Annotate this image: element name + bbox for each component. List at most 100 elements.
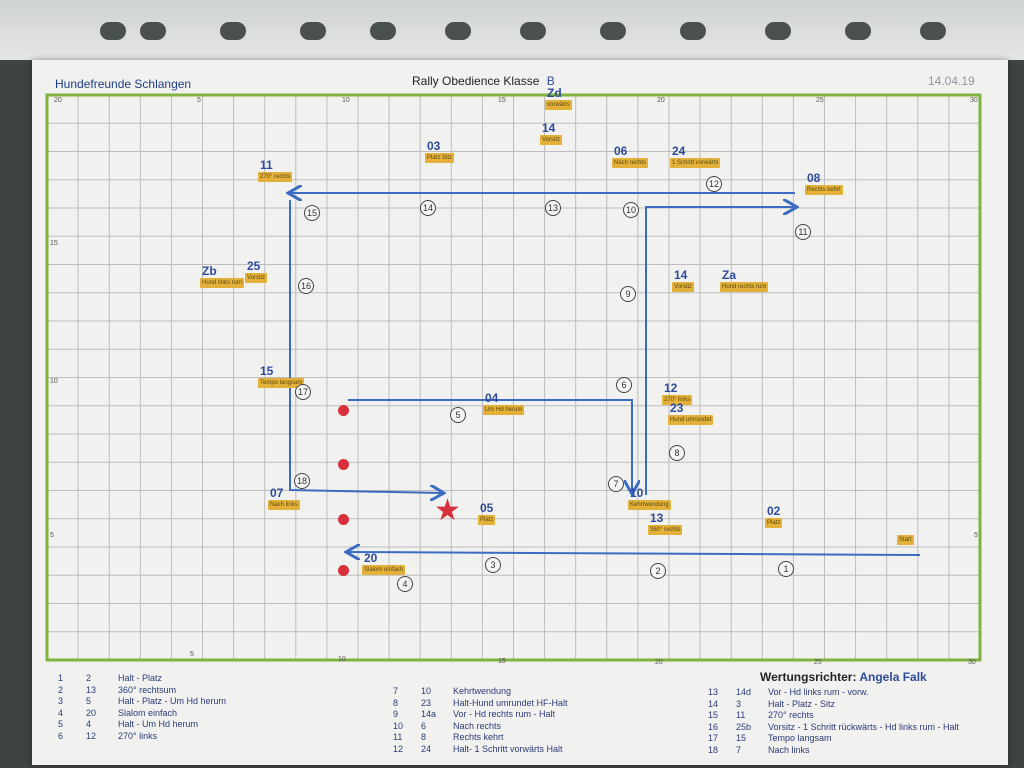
course-sign: 270° rechts	[258, 172, 293, 182]
sign-number: 24	[672, 144, 686, 158]
sign-number: 08	[807, 171, 821, 185]
sign-text: 1 Schritt vorwärts	[672, 160, 719, 166]
sign-text: Nach rechts	[614, 160, 647, 166]
axis-tick: 15	[498, 97, 506, 104]
course-sign: Tempo langsam	[258, 378, 305, 388]
legend-desc: Tempo langsam	[768, 733, 832, 743]
station-number: 12	[706, 176, 722, 192]
legend-sign: 24	[421, 743, 432, 754]
route-line	[289, 200, 442, 493]
sign-text: Hund links rum	[202, 280, 243, 286]
legend-pos: 5	[58, 719, 64, 729]
date: 14.04.19	[928, 74, 975, 88]
axis-tick: 30	[968, 659, 976, 666]
sign-number: Za	[722, 268, 737, 282]
sign-text: Platz Sitz	[427, 155, 453, 161]
sign-text: Platz	[480, 517, 494, 523]
station-number: 16	[298, 278, 314, 294]
punch-hole	[520, 22, 546, 40]
station-number: 3	[485, 557, 501, 573]
legend-sign: 14d	[736, 687, 752, 697]
station-number: 5	[450, 407, 466, 423]
sign-text: 360° rechts	[650, 527, 681, 533]
route-line	[645, 207, 795, 495]
legend-sign: 14a	[421, 709, 437, 719]
legend-desc: Vorsitz - 1 Schritt rückwärts - Hd links…	[768, 721, 960, 732]
course-sign: Vorsitz	[245, 273, 268, 283]
course-sign: Um Hd herum	[483, 405, 525, 415]
legend-sign: 3	[736, 698, 742, 709]
legend-pos: 10	[393, 720, 404, 731]
course-title: Rally Obedience Klasse B	[412, 74, 555, 88]
axis-tick: 10	[338, 656, 346, 663]
course-sign: Platz Sitz	[425, 153, 455, 163]
sign-number: 05	[480, 501, 494, 515]
axis-tick: 15	[50, 240, 58, 247]
punch-hole	[140, 22, 166, 40]
course-sign: Vorsitz	[672, 282, 695, 292]
axis-tick: 25	[814, 659, 822, 666]
sign-text: vorwärts	[547, 102, 570, 108]
judge-label: Wertungsrichter:	[760, 670, 857, 684]
axis-tick: 30	[970, 97, 978, 104]
legend-desc: Halt-Hund umrundet HF-Halt	[453, 697, 568, 708]
legend-desc: Kehrtwendung	[453, 686, 512, 696]
axis-tick: 20	[657, 97, 665, 104]
legend-pos: 1	[58, 673, 64, 683]
station-number: 2	[650, 563, 666, 579]
legend-sign: 4	[86, 719, 92, 729]
axis-tick: 5	[974, 532, 978, 539]
club-name: Hundefreunde Schlangen	[55, 77, 192, 91]
legend-sign: 5	[86, 696, 92, 706]
legend-sign: 11	[736, 710, 746, 720]
legend-desc: Halt- 1 Schritt vorwärts Halt	[453, 743, 563, 754]
course-sign: Nach rechts	[612, 158, 649, 168]
sign-number: 02	[767, 504, 781, 518]
sign-text: Tempo langsam	[260, 380, 303, 386]
punch-hole	[845, 22, 871, 40]
legend-pos: 16	[708, 721, 719, 732]
sign-text: Rechts kehrt	[807, 187, 841, 193]
judge: Wertungsrichter: Angela Falk	[760, 670, 927, 684]
legend-pos: 6	[58, 730, 64, 741]
punch-hole	[300, 22, 326, 40]
legend-desc: 270° links	[118, 730, 158, 741]
legend-pos: 12	[393, 743, 404, 754]
station-number: 7	[608, 476, 624, 492]
legend-sign: 15	[736, 733, 747, 743]
sign-number: 14	[542, 121, 556, 135]
sheet-protector-top	[0, 0, 1024, 60]
legend-desc: Halt - Platz - Um Hd herum	[118, 696, 227, 706]
legend-desc: 360° rechtsum	[118, 684, 177, 695]
station-number: 10	[623, 202, 639, 218]
punch-hole	[220, 22, 246, 40]
punch-hole	[680, 22, 706, 40]
cone-marker	[338, 565, 349, 576]
punch-hole	[920, 22, 946, 40]
sign-text: Hund rechts rum	[722, 284, 767, 290]
punch-hole	[370, 22, 396, 40]
legend-pos: 2	[58, 684, 64, 695]
sign-text: Slalom einfach	[364, 567, 404, 573]
legend-desc: Slalom einfach	[118, 707, 178, 718]
legend-pos: 11	[393, 732, 403, 742]
sign-number: 07	[270, 486, 284, 500]
legend-pos: 4	[58, 707, 64, 718]
legend-sign: 2	[86, 673, 92, 683]
sign-number: 12	[664, 381, 678, 395]
course-sign: Hund umrundet	[668, 415, 714, 425]
course-sign: 360° rechts	[648, 525, 683, 535]
legend-pos: 7	[393, 686, 399, 696]
axis-tick: 10	[50, 378, 58, 385]
punch-hole	[600, 22, 626, 40]
course-sign: Hund rechts rum	[720, 282, 769, 292]
